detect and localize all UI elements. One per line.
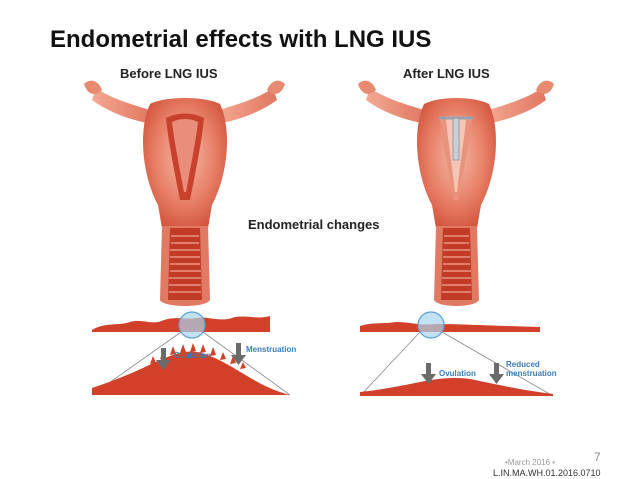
endometrium-detail-after bbox=[360, 378, 553, 396]
slide-title: Endometrial effects with LNG IUS bbox=[50, 26, 432, 53]
endometrium-detail-before bbox=[92, 351, 290, 395]
uterus-before-illustration bbox=[84, 80, 285, 306]
after-lng-ius-label: After LNG IUS bbox=[403, 66, 490, 81]
endometrial-changes-label: Endometrial changes bbox=[248, 217, 380, 232]
uterus-after-illustration bbox=[358, 80, 554, 306]
magnifier-circle-before bbox=[178, 311, 206, 339]
magnifier-circle-after bbox=[417, 311, 445, 339]
cycle-before-panel: Ovulation Menstruation bbox=[91, 311, 296, 396]
cycle-after-panel: Ovulation Reduced menstruation bbox=[359, 311, 557, 397]
before-lng-ius-label: Before LNG IUS bbox=[120, 66, 218, 81]
reduced-label-after: Reduced bbox=[506, 360, 540, 369]
footer-date: •March 2016 • bbox=[505, 458, 556, 467]
ovulation-label-before: Ovulation bbox=[174, 351, 211, 360]
ovulation-label-after: Ovulation bbox=[439, 369, 476, 378]
menstruation-label-after: menstruation bbox=[506, 369, 557, 378]
footer-code: L.IN.MA.WH.01.2016.0710 bbox=[493, 468, 601, 478]
lng-ius-device bbox=[438, 116, 474, 161]
page-number: 7 bbox=[594, 450, 601, 464]
menstruation-label-before: Menstruation bbox=[246, 345, 296, 354]
endometrium-strip-after bbox=[360, 322, 540, 332]
